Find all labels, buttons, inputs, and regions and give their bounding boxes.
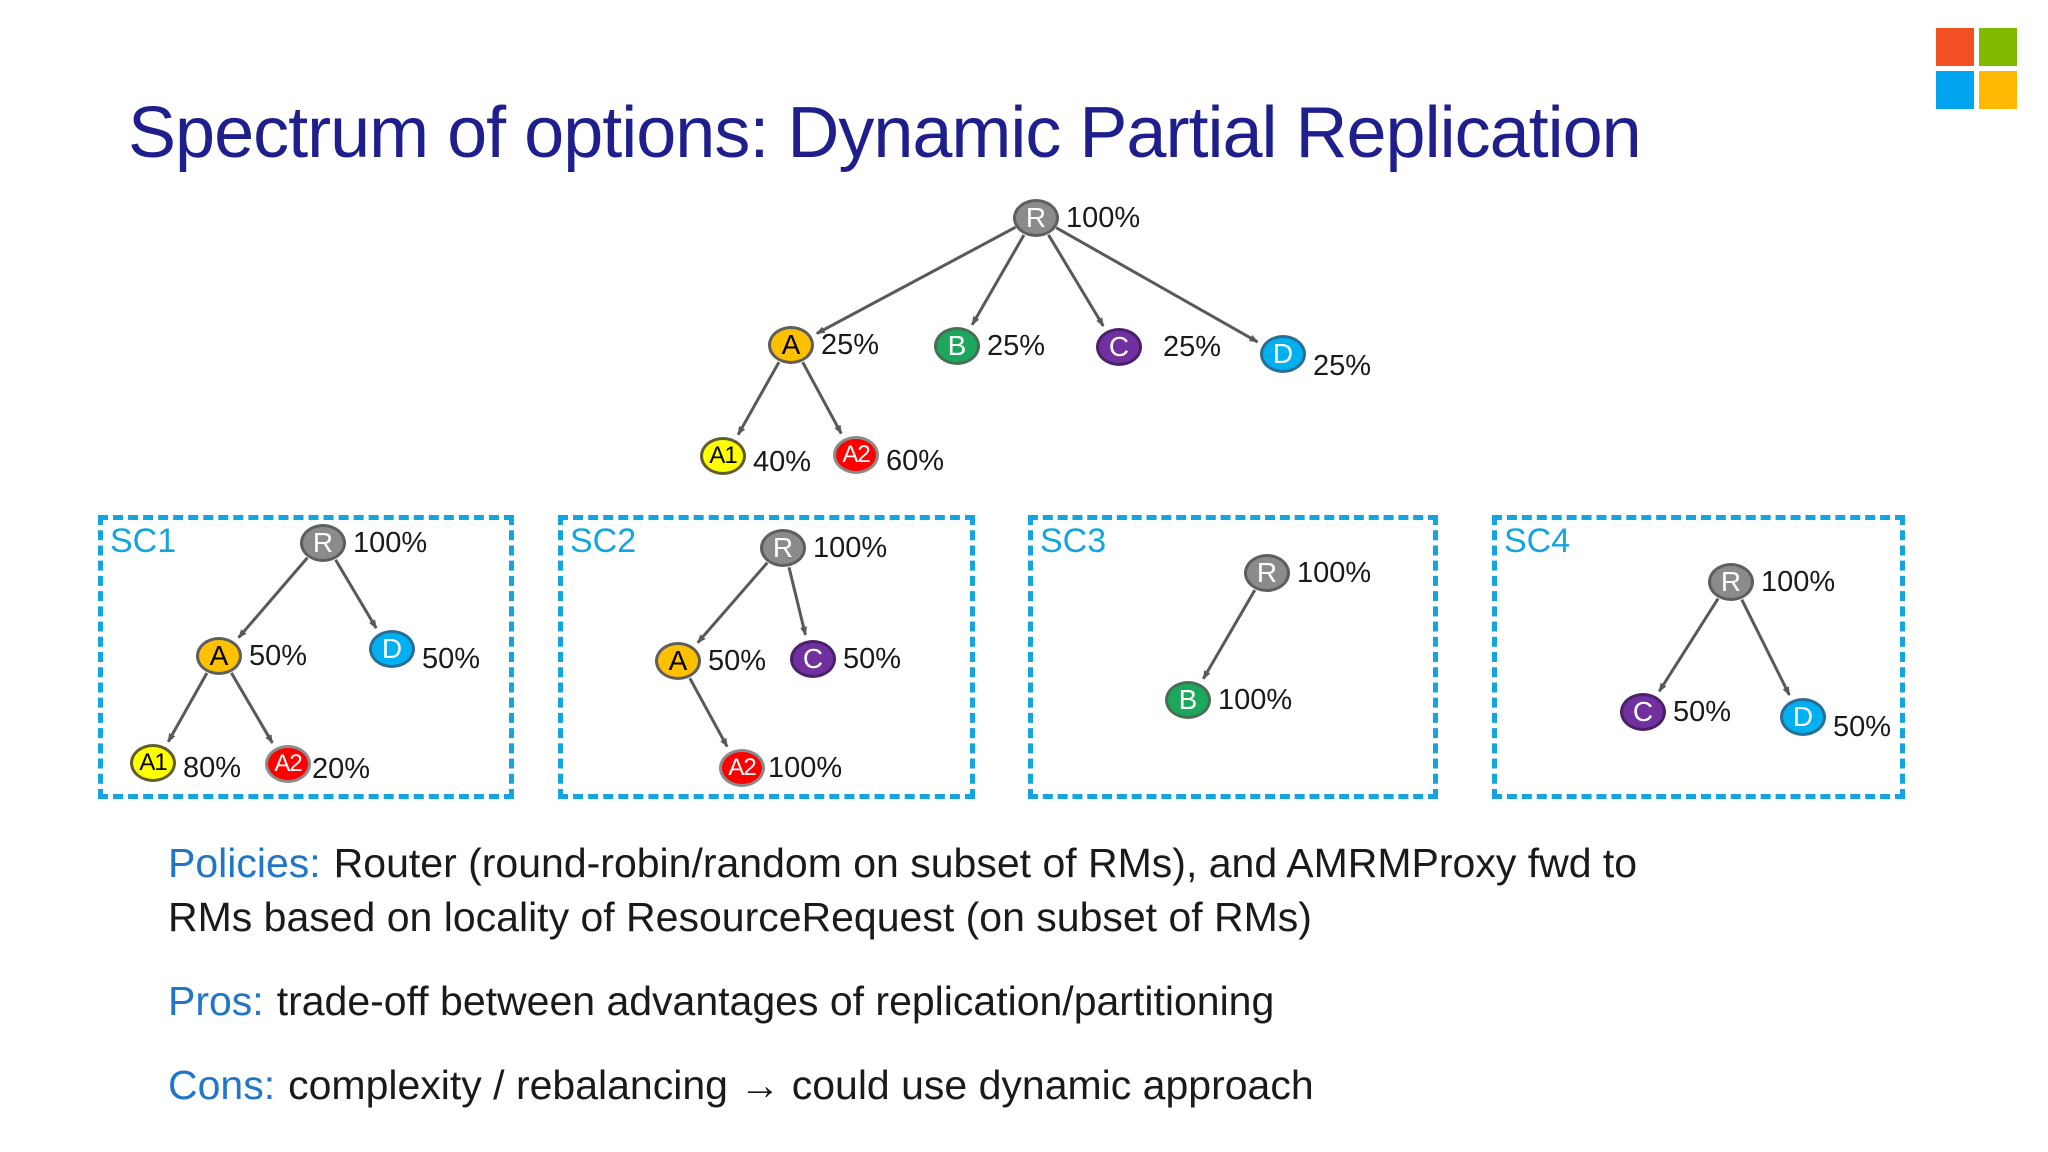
logo-square-yellow xyxy=(1979,71,2017,109)
main-tree-node-C-percent: 25% xyxy=(1163,331,1222,363)
logo-square-red xyxy=(1936,28,1974,66)
note-policies: Policies:Router (round-robin/random on s… xyxy=(168,836,1948,944)
note-policies-text: Router (round-robin/random on subset of … xyxy=(168,840,1638,940)
logo-square-blue xyxy=(1936,71,1974,109)
main-tree-node-A2-percent: 60% xyxy=(886,445,945,477)
scenario-box-SC3 xyxy=(1028,515,1438,799)
main-tree-node-A1-percent: 40% xyxy=(753,446,812,478)
SC2-node-A-percent: 50% xyxy=(708,645,767,677)
main-tree-edge-R-C xyxy=(1047,234,1105,327)
note-pros-text: trade-off between advantages of replicat… xyxy=(276,978,1275,1024)
microsoft-logo xyxy=(1936,28,2017,109)
logo-square-green xyxy=(1979,28,2017,66)
scenario-label-SC3: SC3 xyxy=(1040,522,1107,560)
main-tree-edge-A-A1 xyxy=(736,361,781,436)
note-pros: Pros: trade-off between advantages of rep… xyxy=(168,974,1948,1028)
SC2-node-C: C xyxy=(790,640,836,678)
scenario-label-SC4: SC4 xyxy=(1504,522,1571,560)
SC4-node-C-percent: 50% xyxy=(1673,696,1732,728)
main-tree-node-C: C xyxy=(1096,328,1142,366)
SC3-node-B-percent: 100% xyxy=(1218,684,1293,716)
scenario-box-SC1 xyxy=(98,515,514,799)
SC1-node-A-percent: 50% xyxy=(249,640,308,672)
main-tree-node-R: R xyxy=(1013,199,1059,237)
SC1-node-A2-percent: 20% xyxy=(312,753,371,785)
note-cons: Cons: complexity / rebalancing → could us… xyxy=(168,1058,1948,1112)
SC1-node-D: D xyxy=(369,630,415,668)
note-cons-label: Cons: xyxy=(168,1062,276,1108)
main-tree-node-D-percent: 25% xyxy=(1313,350,1372,382)
main-tree-edge-R-A xyxy=(815,225,1017,335)
main-tree-node-B: B xyxy=(934,327,980,365)
main-tree-node-D: D xyxy=(1260,335,1306,373)
SC4-node-R: R xyxy=(1708,563,1754,601)
SC1-node-A1: A1 xyxy=(130,744,176,782)
main-tree-node-A1: A1 xyxy=(700,437,746,475)
scenario-label-SC1: SC1 xyxy=(110,522,177,560)
SC4-node-D: D xyxy=(1780,698,1826,736)
SC4-node-D-percent: 50% xyxy=(1833,711,1892,743)
main-tree-node-A-percent: 25% xyxy=(821,329,880,361)
main-tree-node-A2: A2 xyxy=(833,436,879,474)
note-pros-label: Pros: xyxy=(168,978,264,1024)
SC4-node-C: C xyxy=(1620,693,1666,731)
main-tree-edge-R-B xyxy=(970,234,1026,326)
main-tree-node-B-percent: 25% xyxy=(987,330,1046,362)
SC2-node-C-percent: 50% xyxy=(843,643,902,675)
SC1-node-R-percent: 100% xyxy=(353,527,428,559)
SC1-node-D-percent: 50% xyxy=(422,643,481,675)
SC1-node-A: A xyxy=(196,637,242,675)
slide-title: Spectrum of options: Dynamic Partial Rep… xyxy=(128,93,1642,174)
scenario-box-SC2 xyxy=(558,515,975,799)
SC4-node-R-percent: 100% xyxy=(1761,566,1836,598)
SC2-node-R-percent: 100% xyxy=(813,532,888,564)
scenario-label-SC2: SC2 xyxy=(570,522,637,560)
SC3-node-B: B xyxy=(1165,681,1211,719)
SC1-node-A2: A2 xyxy=(265,745,311,783)
SC2-node-R: R xyxy=(760,529,806,567)
SC2-node-A: A xyxy=(655,642,701,680)
main-tree-edge-A-A2 xyxy=(801,361,843,435)
SC2-node-A2: A2 xyxy=(719,749,765,787)
main-tree-node-A: A xyxy=(768,326,814,364)
note-policies-label: Policies: xyxy=(168,840,321,886)
SC1-node-R: R xyxy=(300,524,346,562)
SC3-node-R-percent: 100% xyxy=(1297,557,1372,589)
SC2-node-A2-percent: 100% xyxy=(768,752,843,784)
SC1-node-A1-percent: 80% xyxy=(183,752,242,784)
main-tree-edge-R-D xyxy=(1055,226,1259,344)
notes-section: Policies:Router (round-robin/random on s… xyxy=(168,836,1948,1142)
note-cons-text: complexity / rebalancing → could use dyn… xyxy=(288,1062,1314,1108)
main-tree-node-R-percent: 100% xyxy=(1066,202,1141,234)
scenario-box-SC4 xyxy=(1492,515,1905,799)
SC3-node-R: R xyxy=(1244,554,1290,592)
